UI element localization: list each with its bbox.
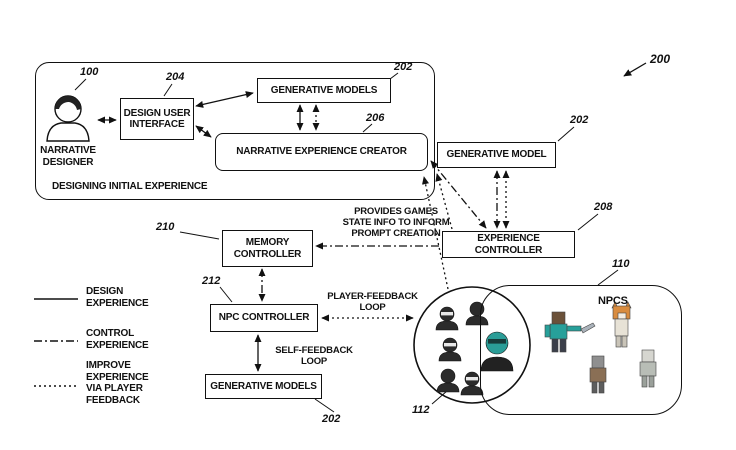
npc-figures-group <box>544 301 657 394</box>
memory-controller-label: MEMORY CONTROLLER <box>233 237 302 260</box>
npc-bust-icon <box>480 331 514 372</box>
npc-controller-label: NPC CONTROLLER <box>218 312 310 324</box>
ref-112: 112 <box>412 404 430 416</box>
ref-100: 100 <box>80 66 99 78</box>
ref-206: 206 <box>366 112 385 124</box>
provides-game-state-note: PROVIDES GAMES STATE INFO TO INFORM PROM… <box>342 206 450 240</box>
ref-110: 110 <box>612 258 630 270</box>
npc-controller-box: NPC CONTROLLER <box>210 304 318 332</box>
connector-creator-expcontroller <box>430 160 487 229</box>
ref-202-top: 202 <box>394 61 413 73</box>
generative-model-right-box: GENERATIVE MODEL <box>437 142 556 168</box>
npc-cat-figure-icon <box>611 301 632 348</box>
generative-models-bottom-label: GENERATIVE MODELS <box>210 380 317 392</box>
connector-ui-creator <box>195 125 212 138</box>
npc-sword-figure-icon <box>544 311 596 353</box>
ref-202-bottom: 202 <box>322 413 341 425</box>
reference-leader-lines <box>74 72 619 413</box>
generative-models-top-label: GENERATIVE MODELS <box>270 84 378 96</box>
legend-label-control-experience: CONTROL EXPERIENCE <box>86 328 149 351</box>
narrative-experience-creator-label: NARRATIVE EXPERIENCE CREATOR <box>236 146 407 158</box>
legend-item-improve-experience: IMPROVE EXPERIENCE VIA PLAYER FEEDBACK <box>33 360 149 412</box>
experience-controller-label: EXPERIENCE CONTROLLER <box>474 233 543 256</box>
player-feedback-loop-note: PLAYER-FEEDBACK LOOP <box>327 291 418 314</box>
memory-controller-box: MEMORY CONTROLLER <box>222 230 313 267</box>
legend-line-dotted-icon <box>34 385 78 387</box>
ref-212: 212 <box>202 275 221 287</box>
narrative-experience-creator-box: NARRATIVE EXPERIENCE CREATOR <box>215 133 428 171</box>
connector-ui-genmodels <box>195 91 254 108</box>
npcs-label: NPCS <box>598 295 628 307</box>
narrative-designer-label: NARRATIVE DESIGNER <box>40 145 96 168</box>
legend-line-dashdot-icon <box>34 340 78 342</box>
design-user-interface-label: DESIGN USER INTERFACE <box>123 107 191 130</box>
players-group <box>435 301 514 396</box>
legend-label-design-experience: DESIGN EXPERIENCE <box>86 286 149 309</box>
self-feedback-loop-note: SELF-FEEDBACK LOOP <box>275 345 353 368</box>
player-icon <box>435 306 459 331</box>
legend-line-solid-icon <box>34 298 78 300</box>
generative-models-bottom-box: GENERATIVE MODELS <box>205 374 322 399</box>
narrative-designer-icon <box>46 95 90 142</box>
ref-210: 210 <box>156 221 175 233</box>
ref-208: 208 <box>594 201 613 213</box>
legend-item-control-experience: CONTROL EXPERIENCE <box>33 328 149 354</box>
npcs-container <box>480 285 682 415</box>
npc-villager-figure-icon <box>589 355 607 394</box>
ref-200: 200 <box>650 52 671 66</box>
npc-skeleton-figure-icon <box>639 349 657 388</box>
legend-label-improve-experience: IMPROVE EXPERIENCE VIA PLAYER FEEDBACK <box>86 360 149 406</box>
generative-model-right-label: GENERATIVE MODEL <box>446 149 547 161</box>
ref-202-right: 202 <box>570 114 589 126</box>
generative-models-top-box: GENERATIVE MODELS <box>257 78 391 103</box>
designing-initial-experience-label: DESIGNING INITIAL EXPERIENCE <box>52 181 208 192</box>
player-icon <box>436 368 460 393</box>
design-user-interface-box: DESIGN USER INTERFACE <box>120 98 194 140</box>
players-circle <box>413 286 531 404</box>
ref-204: 204 <box>166 71 185 83</box>
ref-200-arrow <box>623 62 647 77</box>
player-icon <box>438 337 462 362</box>
designing-initial-experience-container <box>35 62 435 200</box>
experience-controller-box: EXPERIENCE CONTROLLER <box>442 231 575 258</box>
legend-item-design-experience: DESIGN EXPERIENCE <box>33 286 149 312</box>
